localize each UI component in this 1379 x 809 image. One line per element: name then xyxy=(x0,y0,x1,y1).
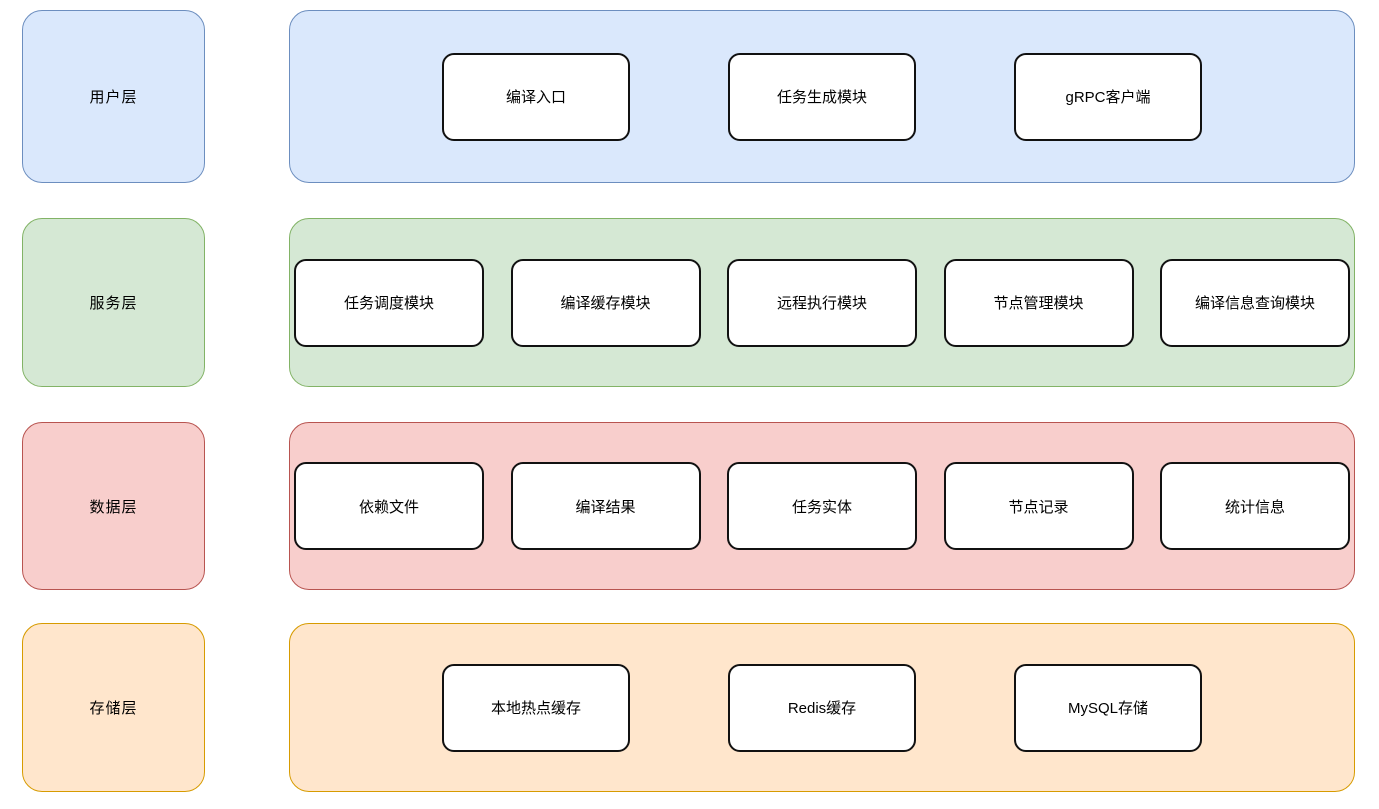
node-dependency-files: 依赖文件 xyxy=(294,462,484,550)
layer-storage-container: 本地热点缓存 Redis缓存 MySQL存储 xyxy=(289,623,1355,792)
layer-user: 用户层 编译入口 任务生成模块 gRPC客户端 xyxy=(0,10,1379,183)
node-label: 编译结果 xyxy=(575,498,636,516)
node-task-scheduling-module: 任务调度模块 xyxy=(294,258,484,347)
layer-service-container: 任务调度模块 编译缓存模块 远程执行模块 节点管理模块 编译信息查询模块 xyxy=(289,218,1355,387)
node-grpc-client: gRPC客户端 xyxy=(1014,52,1202,141)
node-label: MySQL存储 xyxy=(1067,700,1148,717)
layer-user-label: 用户层 xyxy=(89,89,138,106)
node-compile-info-query-module: 编译信息查询模块 xyxy=(1160,258,1350,347)
layer-storage-label: 存储层 xyxy=(89,700,138,717)
node-mysql-storage: MySQL存储 xyxy=(1014,663,1202,752)
node-node-management-module: 节点管理模块 xyxy=(943,258,1134,347)
layer-service-label-box: 服务层 xyxy=(22,218,205,387)
node-task-generation-module: 任务生成模块 xyxy=(728,52,916,141)
layer-data-label: 数据层 xyxy=(89,498,138,516)
node-compile-results: 编译结果 xyxy=(510,462,701,550)
node-label: 任务实体 xyxy=(791,498,852,516)
node-statistics-info: 统计信息 xyxy=(1160,462,1350,550)
node-remote-execution-module: 远程执行模块 xyxy=(727,258,917,347)
node-local-hotspot-cache: 本地热点缓存 xyxy=(442,663,630,752)
node-label: 节点管理模块 xyxy=(993,295,1084,312)
node-label: 统计信息 xyxy=(1224,498,1285,516)
node-label: 任务生成模块 xyxy=(776,89,867,106)
node-label: 编译信息查询模块 xyxy=(1194,295,1315,312)
node-label: 远程执行模块 xyxy=(776,295,867,312)
node-compile-cache-module: 编译缓存模块 xyxy=(510,258,701,347)
node-label: 编译入口 xyxy=(505,89,566,106)
layer-storage: 存储层 本地热点缓存 Redis缓存 MySQL存储 xyxy=(0,623,1379,792)
node-label: 任务调度模块 xyxy=(343,295,434,312)
node-label: 节点记录 xyxy=(1008,498,1069,516)
node-redis-cache: Redis缓存 xyxy=(728,663,916,752)
layer-user-label-box: 用户层 xyxy=(22,10,205,183)
layer-data: 数据层 依赖文件 编译结果 任务实体 节点记录 统计信息 xyxy=(0,422,1379,590)
node-label: gRPC客户端 xyxy=(1065,89,1151,106)
layer-service-label: 服务层 xyxy=(89,295,138,312)
node-label: 本地热点缓存 xyxy=(490,700,581,717)
node-label: 依赖文件 xyxy=(358,498,419,516)
layer-user-container: 编译入口 任务生成模块 gRPC客户端 xyxy=(289,10,1355,183)
node-node-records: 节点记录 xyxy=(943,462,1134,550)
layer-data-container: 依赖文件 编译结果 任务实体 节点记录 统计信息 xyxy=(289,422,1355,590)
node-label: 编译缓存模块 xyxy=(560,295,651,312)
layer-service: 服务层 任务调度模块 编译缓存模块 远程执行模块 节点管理模块 编译信息查询模块 xyxy=(0,218,1379,387)
node-compile-entry: 编译入口 xyxy=(442,52,630,141)
node-label: Redis缓存 xyxy=(787,700,857,717)
layer-storage-label-box: 存储层 xyxy=(22,623,205,792)
node-task-entity: 任务实体 xyxy=(727,462,917,550)
layer-data-label-box: 数据层 xyxy=(22,422,205,590)
